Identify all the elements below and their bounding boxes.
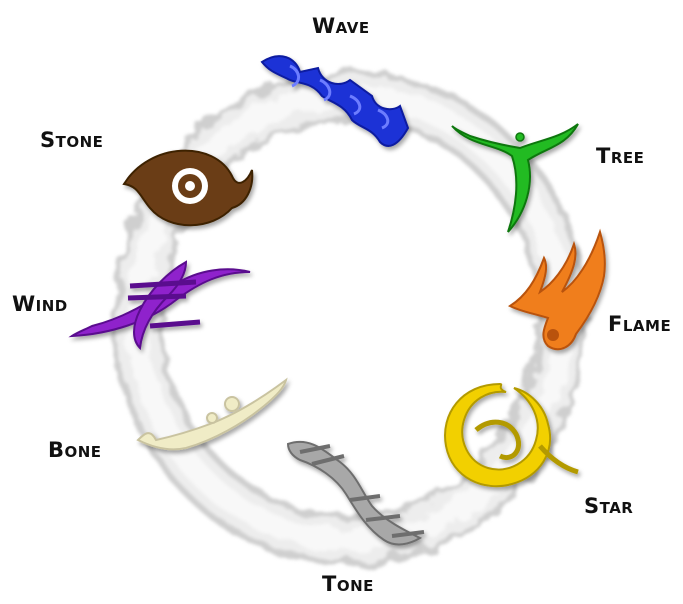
label-wave: Wave [312, 16, 370, 37]
label-stone: Stone [40, 130, 103, 151]
label-tone: Tone [322, 574, 374, 595]
label-star: Star [584, 496, 633, 517]
label-flame: Flame [608, 314, 671, 335]
label-wind: Wind [12, 294, 68, 315]
label-tree: Tree [596, 146, 644, 167]
label-bone: Bone [48, 440, 102, 461]
